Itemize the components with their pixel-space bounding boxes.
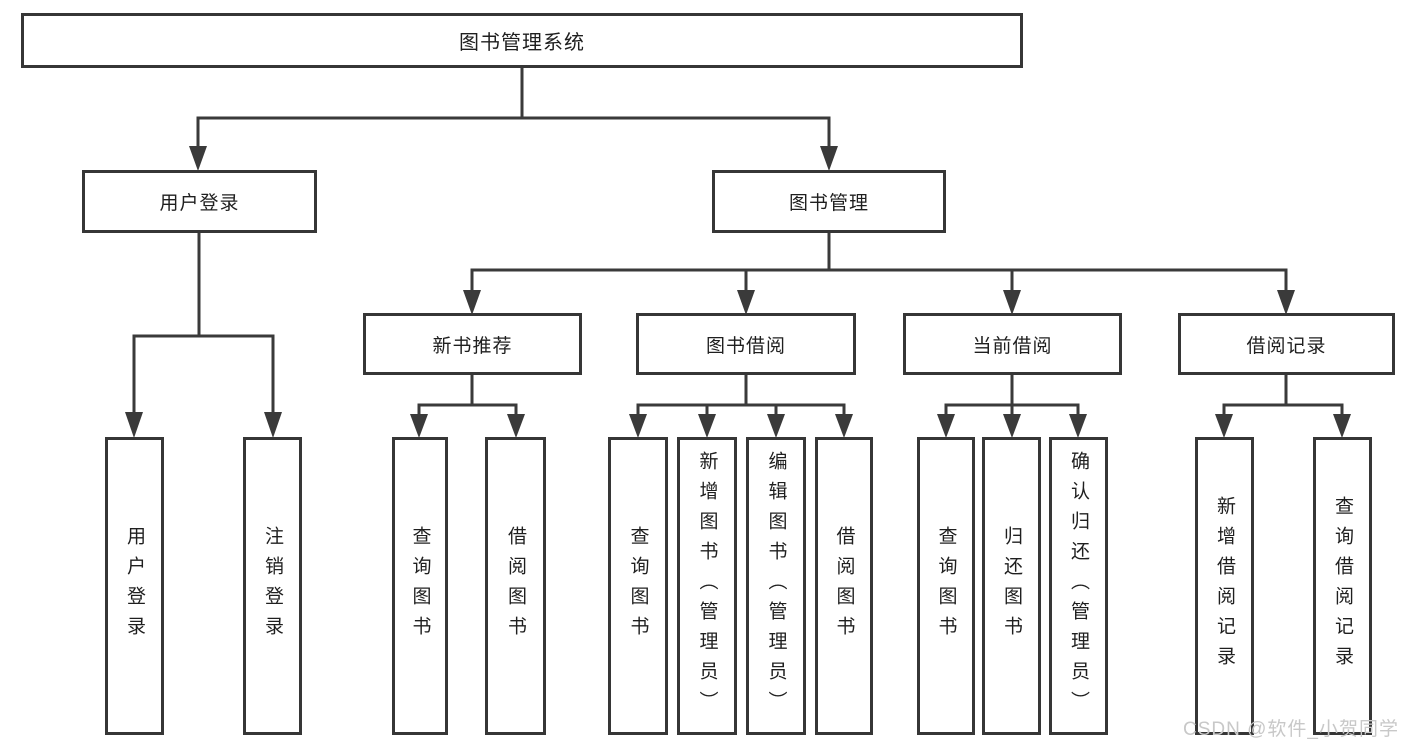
connector-borrowing-records-group — [1215, 373, 1351, 438]
node-label: 查询图书 — [935, 526, 957, 646]
node-label: 查询借阅记录 — [1332, 496, 1353, 676]
node-label: 编辑图书（管理员） — [765, 451, 787, 721]
node-label: 当前借阅 — [972, 335, 1053, 357]
node-root: 图书管理系统 — [21, 13, 1023, 68]
node-label: 借阅图书 — [505, 526, 526, 646]
node-query-borrow-record: 查询借阅记录 — [1313, 437, 1372, 735]
node-add-book-admin: 新增图书（管理员） — [677, 437, 737, 735]
node-book-borrowing: 图书借阅 — [636, 313, 856, 375]
node-label: 新书推荐 — [432, 335, 513, 357]
node-confirm-return-admin: 确认归还（管理员） — [1049, 437, 1108, 735]
node-label: 图书借阅 — [705, 335, 786, 357]
node-label: 用户登录 — [159, 193, 240, 214]
node-book-management: 图书管理 — [712, 170, 946, 233]
node-borrowing-records: 借阅记录 — [1178, 313, 1395, 375]
connector-user-login-group — [125, 231, 282, 438]
node-label: 确认归还（管理员） — [1068, 451, 1089, 721]
node-current-borrowing: 当前借阅 — [903, 313, 1122, 375]
node-label: 图书管理 — [788, 193, 869, 214]
connector-new-book-group — [410, 373, 525, 438]
watermark: CSDN @软件_小贺同学 — [1183, 719, 1399, 740]
node-query-books-recommend: 查询图书 — [392, 437, 448, 735]
node-label: 图书管理系统 — [459, 32, 585, 54]
node-label: 借阅记录 — [1246, 335, 1327, 357]
node-return-books: 归还图书 — [982, 437, 1041, 735]
node-label: 用户登录 — [124, 526, 145, 646]
node-query-books-current: 查询图书 — [917, 437, 975, 735]
node-label: 查询图书 — [409, 526, 431, 646]
node-label: 查询图书 — [627, 526, 649, 646]
node-label: 注销登录 — [262, 526, 283, 646]
node-label: 归还图书 — [1001, 526, 1022, 646]
connector-current-borrowing-group — [937, 373, 1087, 438]
node-query-books-borrow: 查询图书 — [608, 437, 668, 735]
node-borrow-books-leaf: 借阅图书 — [815, 437, 873, 735]
node-add-borrow-record: 新增借阅记录 — [1195, 437, 1254, 735]
node-label: 新增图书（管理员） — [696, 451, 718, 721]
node-edit-book-admin: 编辑图书（管理员） — [746, 437, 806, 735]
node-new-book-recommendation: 新书推荐 — [363, 313, 582, 375]
connector-root-to-level2 — [189, 66, 838, 171]
node-user-login: 用户登录 — [82, 170, 317, 233]
node-borrow-books-recommend: 借阅图书 — [485, 437, 546, 735]
node-label: 新增借阅记录 — [1214, 496, 1235, 676]
connector-book-management-to-level3 — [463, 231, 1295, 315]
node-user-login-leaf: 用户登录 — [105, 437, 164, 735]
node-logout: 注销登录 — [243, 437, 302, 735]
connector-book-borrowing-group — [629, 373, 853, 438]
node-label: 借阅图书 — [833, 526, 855, 646]
